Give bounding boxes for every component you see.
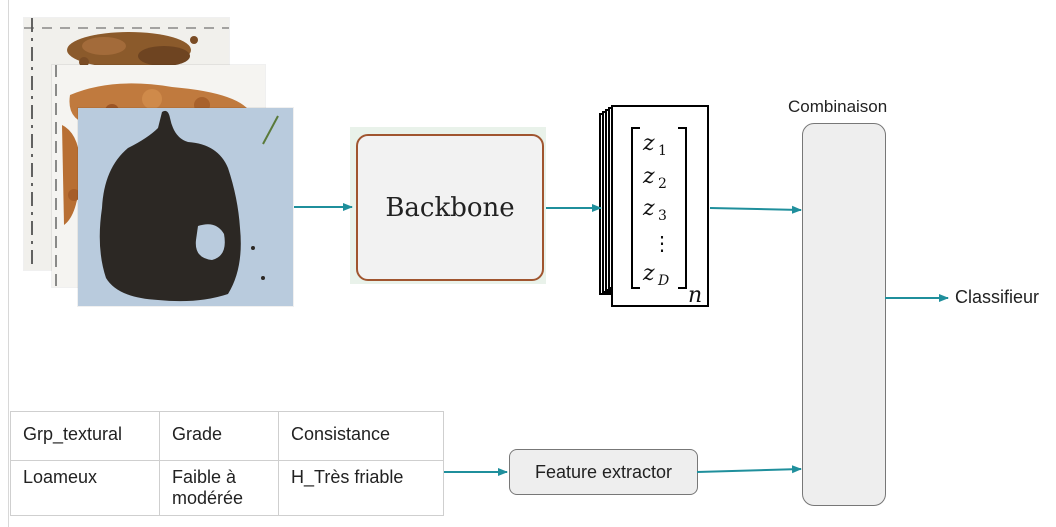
soil-photo-front: [78, 108, 293, 306]
combination-label: Combinaison: [788, 97, 888, 116]
vector-component-3: z: [642, 196, 655, 221]
soil-attributes-table: Grp_textural Grade Consistance Loameux F…: [10, 411, 445, 516]
vector-subscript-d: D: [657, 273, 669, 289]
page-left-rule: [8, 0, 9, 527]
arrow-vector-to-combination: [709, 205, 802, 214]
table-row: Loameux Faible à modérée H_Très friable: [10, 460, 445, 516]
vector-subscript-3: 3: [658, 208, 667, 224]
table-header-cell: Grade: [158, 411, 279, 461]
backbone-block: Backbone: [356, 134, 544, 281]
table-header-row: Grp_textural Grade Consistance: [10, 411, 445, 461]
table-cell: Faible à modérée: [158, 460, 279, 516]
feature-vector-stack: z 1 z 2 z 3 ⋮ z D n: [599, 105, 709, 308]
table-cell: H_Très friable: [277, 460, 445, 516]
vector-component-2: z: [642, 164, 655, 189]
table-header-cell: Consistance: [277, 411, 445, 461]
vector-component-d: z: [642, 261, 655, 286]
feature-extractor-block: Feature extractor: [509, 449, 698, 495]
classifier-label: Classifieur: [955, 287, 1040, 307]
table-header-cell: Grp_textural: [10, 411, 160, 461]
vector-subscript-1: 1: [658, 143, 667, 159]
arrow-feature-extractor-to-combination: [696, 465, 802, 474]
table-cell: Loameux: [10, 460, 160, 516]
combination-block: [802, 123, 886, 506]
stack-count-label: n: [688, 283, 702, 308]
vector-component-1: z: [642, 131, 655, 156]
vector-subscript-2: 2: [658, 176, 667, 192]
vector-ellipsis: ⋮: [652, 231, 672, 255]
